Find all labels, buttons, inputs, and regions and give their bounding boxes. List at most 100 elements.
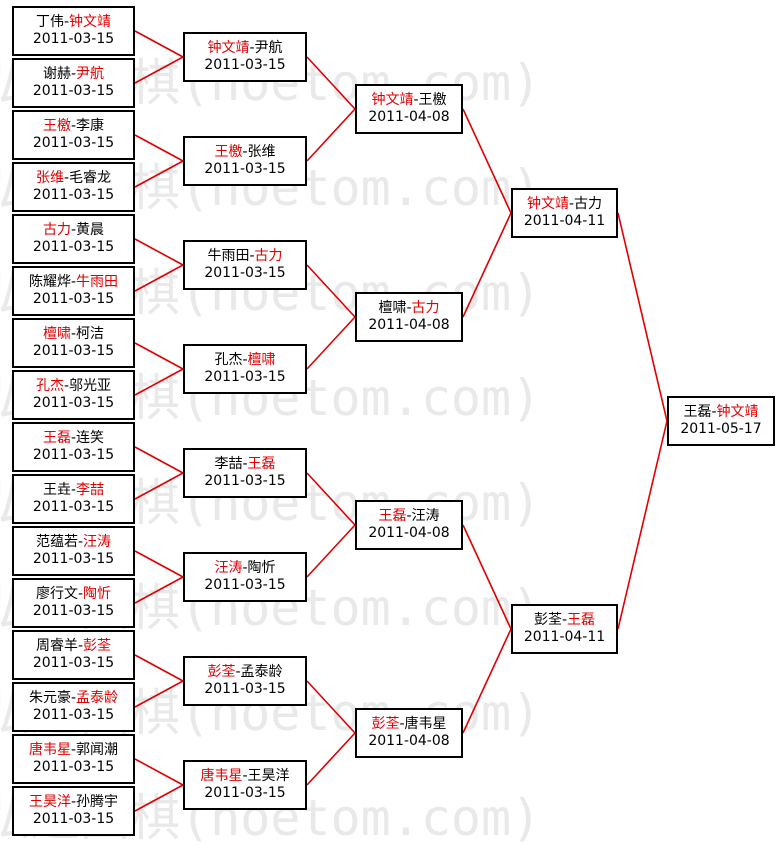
match-date: 2011-03-15 <box>32 343 115 359</box>
match-date: 2011-03-15 <box>204 265 286 281</box>
player-name: 尹航 <box>76 66 105 82</box>
match-date: 2011-04-08 <box>368 525 450 541</box>
player-name: 王磊 <box>567 612 596 628</box>
separator: - <box>70 118 77 134</box>
separator: - <box>242 560 248 576</box>
match-players: 李喆-王磊 <box>214 456 275 473</box>
connector-line <box>134 264 184 292</box>
player-name: 钟文靖 <box>69 14 112 30</box>
player-name: 彭荃 <box>371 716 400 732</box>
match-date: 2011-03-15 <box>32 83 115 99</box>
connector-line <box>134 368 184 396</box>
player-name: 王檄 <box>214 144 243 160</box>
connector-line <box>134 134 184 162</box>
player-name: 谢赫 <box>42 66 71 82</box>
connector-line <box>306 472 356 526</box>
match-date: 2011-03-15 <box>32 447 115 463</box>
separator: - <box>63 14 70 30</box>
separator: - <box>242 456 248 472</box>
player-name: 李喆 <box>214 456 243 472</box>
player-name: 王昊洋 <box>28 794 71 810</box>
separator: - <box>406 508 412 524</box>
separator: - <box>70 742 77 758</box>
player-name: 汪涛 <box>411 508 440 524</box>
connector-line <box>306 680 356 734</box>
separator: - <box>235 664 241 680</box>
match-date: 2011-04-08 <box>368 317 450 333</box>
match-players: 廖行文-陶忻 <box>36 586 111 603</box>
connector-line <box>134 446 184 474</box>
player-name: 毛睿龙 <box>69 170 112 186</box>
match-date: 2011-03-15 <box>32 31 115 47</box>
match-date: 2011-04-11 <box>523 629 606 645</box>
connector-line <box>462 524 512 630</box>
player-name: 古力 <box>42 222 71 238</box>
player-name: 钟文靖 <box>371 92 414 108</box>
match-date: 2011-03-15 <box>32 499 115 515</box>
separator: - <box>711 404 717 420</box>
player-name: 钟文靖 <box>716 404 759 420</box>
separator: - <box>70 794 77 810</box>
match-players: 范蕴若-汪涛 <box>36 534 111 551</box>
match-players: 谢赫-尹航 <box>43 66 104 83</box>
separator: - <box>77 534 84 550</box>
match-date: 2011-03-15 <box>32 551 115 567</box>
separator: - <box>70 482 77 498</box>
player-name: 孟泰龄 <box>76 690 119 706</box>
connector-line <box>306 264 356 318</box>
player-name: 王檄 <box>42 118 71 134</box>
player-name: 唐韦星 <box>200 768 243 784</box>
connector-line <box>134 784 184 812</box>
player-name: 陶忻 <box>83 586 112 602</box>
player-name: 檀啸 <box>247 352 276 368</box>
match-date: 2011-03-15 <box>204 577 286 593</box>
connector-line <box>134 56 184 84</box>
match-players: 朱元豪-孟泰龄 <box>29 690 118 707</box>
player-name: 连笑 <box>76 430 105 446</box>
separator: - <box>561 612 568 628</box>
separator: - <box>77 638 84 654</box>
player-name: 王磊 <box>42 430 71 446</box>
player-name: 廖行文 <box>35 586 78 602</box>
separator: - <box>399 716 405 732</box>
match-date: 2011-04-11 <box>523 213 606 229</box>
match-players: 王檄-李康 <box>43 118 104 135</box>
match-players: 古力-黄晨 <box>43 222 104 239</box>
match-date: 2011-03-15 <box>204 369 286 385</box>
match-players: 张维-毛睿龙 <box>36 170 111 187</box>
separator: - <box>70 690 77 706</box>
match-date: 2011-03-15 <box>32 135 115 151</box>
match-players: 王磊-连笑 <box>43 430 104 447</box>
match-date: 2011-03-15 <box>204 57 286 73</box>
player-name: 牛雨田 <box>207 248 250 264</box>
player-name: 李喆 <box>76 482 105 498</box>
match-players: 唐韦星-王昊洋 <box>200 768 289 785</box>
separator: - <box>70 430 77 446</box>
match-date: 2011-03-15 <box>32 395 115 411</box>
player-name: 古力 <box>411 300 440 316</box>
player-name: 郭闻潮 <box>76 742 119 758</box>
match-date: 2011-03-15 <box>32 239 115 255</box>
player-name: 王磊 <box>683 404 712 420</box>
player-name: 王昊洋 <box>247 768 290 784</box>
player-name: 钟文靖 <box>526 196 569 212</box>
player-name: 古力 <box>254 248 283 264</box>
separator: - <box>242 768 248 784</box>
match-date: 2011-03-15 <box>204 681 286 697</box>
match-date: 2011-03-15 <box>32 759 115 775</box>
separator: - <box>70 274 77 290</box>
separator: - <box>413 92 419 108</box>
connector-line <box>134 550 184 578</box>
match-date: 2011-03-15 <box>32 187 115 203</box>
